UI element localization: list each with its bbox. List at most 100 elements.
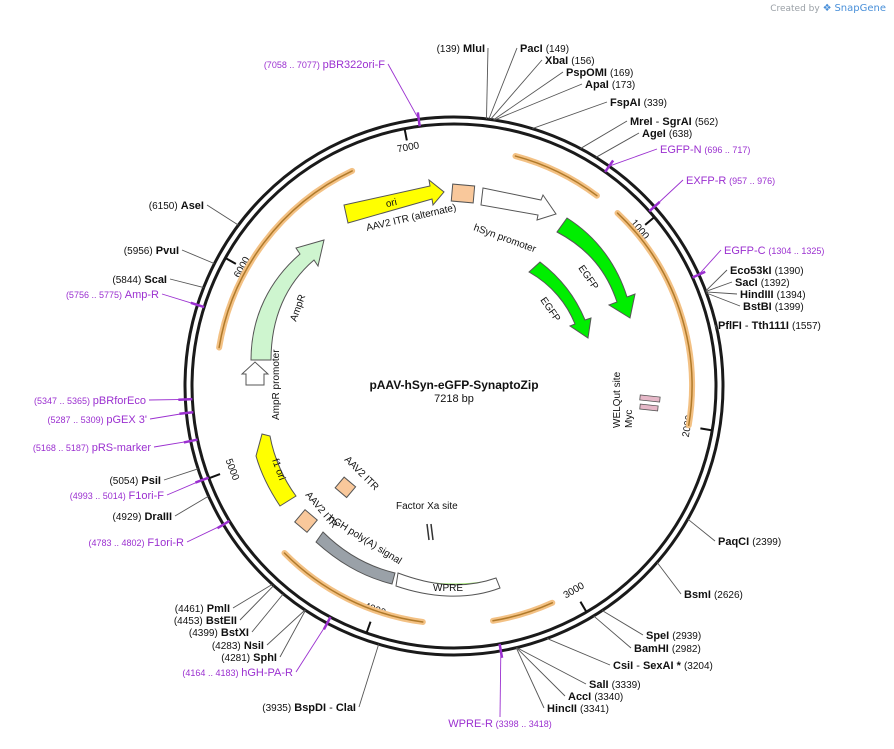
enzyme-name: XbaI [545, 55, 568, 67]
primer-egfp-n[interactable]: EGFP-N (696 .. 717) [660, 144, 750, 156]
enzyme-pos: (6150) [149, 201, 178, 212]
enzyme-site-bstbi[interactable]: BstBI (1399) [743, 301, 804, 313]
enzyme-name: CsiI [613, 660, 633, 672]
primer-range: (3398 .. 3418) [496, 719, 552, 729]
enzyme-site-asei[interactable]: (6150) AseI [149, 200, 204, 212]
enzyme-site-bamhi[interactable]: BamHI (2982) [634, 643, 701, 655]
plasmid-name: pAAV-hSyn-eGFP-SynaptoZip [369, 378, 538, 392]
primer-exfp-r[interactable]: EXFP-R (957 .. 976) [686, 175, 775, 187]
enzyme-pos: (339) [644, 98, 667, 109]
enzyme-site-hincii[interactable]: HincII (3341) [547, 703, 609, 715]
enzyme-site-saci[interactable]: SacI (1392) [735, 277, 790, 289]
enzyme-site-bsteii[interactable]: (4453) BstEII [174, 615, 237, 627]
enzyme-pos: (149) [546, 44, 569, 55]
tick-mark [365, 621, 372, 634]
ampr-promoter-feature[interactable] [240, 361, 270, 386]
primer-name: EGFP-N [660, 144, 702, 156]
enzyme-site-pvui[interactable]: (5956) PvuI [124, 245, 179, 257]
egfp-inner-feature[interactable] [528, 261, 592, 339]
primer-egfp-c[interactable]: EGFP-C (1304 .. 1325) [724, 245, 824, 257]
egfp-outer-label: EGFP [576, 263, 601, 292]
welqut-site-feature[interactable] [639, 394, 661, 403]
enzyme-site-scai[interactable]: (5844) ScaI [112, 274, 167, 286]
enzyme-name: PmlI [207, 603, 230, 615]
factor-xa-feature[interactable] [426, 523, 434, 541]
aav2-itr-feature[interactable] [334, 476, 357, 499]
primer-hgh-pa-r[interactable]: (4164 .. 4183) hGH-PA-R [182, 667, 293, 679]
leader-line [705, 291, 738, 295]
enzyme-site-spei[interactable]: SpeI (2939) [646, 630, 701, 642]
primer-name: Amp-R [125, 289, 159, 301]
enzyme-site-bstxi[interactable]: (4399) BstXI [189, 627, 249, 639]
primer-amp-r[interactable]: (5756 .. 5775) Amp-R [66, 289, 159, 301]
leader-line [546, 638, 611, 666]
enzyme-site-mrei[interactable]: MreI - SgrAI (562) [630, 116, 718, 128]
primer-pbr322ori-f[interactable]: (7058 .. 7077) pBR322ori-F [264, 59, 385, 71]
enzyme-name: HincII [547, 703, 577, 715]
enzyme-name: FspAI [610, 97, 641, 109]
enzyme-site-csii[interactable]: CsiI - SexAI * (3204) [613, 660, 713, 672]
primer-pgex-3-[interactable]: (5287 .. 5309) pGEX 3' [48, 414, 147, 426]
enzyme-site-paci[interactable]: PacI (149) [520, 43, 569, 55]
egfp-outer-feature[interactable] [556, 217, 636, 319]
enzyme-site-pspomi[interactable]: PspOMI (169) [566, 67, 633, 79]
leader-line [251, 593, 284, 633]
enzyme-site-draiii[interactable]: (4929) DraIII [113, 511, 172, 523]
leader-line [149, 412, 187, 420]
enzyme-name2: ClaI [336, 702, 356, 714]
enzyme-pos: (4929) [113, 512, 142, 523]
primer-f1ori-r[interactable]: (4783 .. 4802) F1ori-R [89, 537, 185, 549]
primer-f1ori-f[interactable]: (4993 .. 5014) F1ori-F [70, 490, 165, 502]
enzyme-name: PaqCI [718, 536, 749, 548]
enzyme-name: DraIII [144, 511, 172, 523]
wpre-feature[interactable] [395, 572, 501, 597]
enzyme-name: BamHI [634, 643, 669, 655]
leader-line [714, 324, 718, 329]
enzyme-pos: (1390) [775, 266, 804, 277]
enzyme-site-bsmi[interactable]: BsmI (2626) [684, 589, 743, 601]
enzyme-site-hindiii[interactable]: HindIII (1394) [740, 289, 806, 301]
ori-feature[interactable] [343, 178, 445, 224]
enzyme-site-eco53ki[interactable]: Eco53kI (1390) [730, 265, 804, 277]
enzyme-site-sphi[interactable]: (4281) SphI [221, 652, 277, 664]
enzyme-pos: (1557) [792, 321, 821, 332]
orf-arc-glow [614, 210, 695, 429]
leader-line [698, 249, 722, 275]
enzyme-site-pflfi[interactable]: PflFI - Tth111I (1557) [718, 320, 821, 332]
enzyme-pos: (169) [610, 68, 633, 79]
hgh-polya-feature[interactable] [315, 531, 396, 585]
site-labels: (139) MluI PacI (149)XbaI (156)PspOMI (16… [33, 43, 825, 730]
primer-pbrforeco[interactable]: (5347 .. 5365) pBRforEco [34, 395, 146, 407]
enzyme-site-apai[interactable]: ApaI (173) [585, 79, 635, 91]
enzyme-site-bspdi[interactable]: (3935) BspDI - ClaI [262, 702, 356, 714]
leader-line [358, 644, 380, 708]
primer-prs-marker[interactable]: (5168 .. 5187) pRS-marker [33, 442, 151, 454]
enzyme-site-agei[interactable]: AgeI (638) [642, 128, 692, 140]
enzyme-name: SacI [735, 277, 758, 289]
orf-arc-glow [512, 153, 600, 199]
primer-range: (5168 .. 5187) [33, 443, 89, 453]
enzyme-site-psii[interactable]: (5054) PsiI [109, 475, 161, 487]
enzyme-pos: (3204) [684, 661, 713, 672]
enzyme-site-xbai[interactable]: XbaI (156) [545, 55, 595, 67]
enzyme-site-fspai[interactable]: FspAI (339) [610, 97, 667, 109]
ampr-feature[interactable] [250, 239, 325, 361]
primer-wpre-r[interactable]: WPRE-R (3398 .. 3418) [448, 718, 551, 730]
enzyme-pos: (3340) [594, 692, 623, 703]
leader-line [206, 204, 239, 226]
enzyme-site-acci[interactable]: AccI (3340) [568, 691, 623, 703]
enzyme-site-pmli[interactable]: (4461) PmlI [175, 603, 230, 615]
enzyme-site-nsii[interactable]: (4283) NsiI [212, 640, 264, 652]
enzyme-site-mlui[interactable]: (139) MluI [437, 43, 485, 55]
aav2-itr-2-feature[interactable] [294, 509, 318, 533]
enzyme-site-sali[interactable]: SalI (3339) [589, 679, 641, 691]
myc-tag-feature[interactable] [639, 403, 659, 412]
enzyme-site-paqci[interactable]: PaqCI (2399) [718, 536, 781, 548]
tick-mark [700, 427, 713, 432]
label-leader-lines [148, 47, 741, 718]
hsyn-promoter-feature[interactable] [480, 187, 557, 221]
leader-line [515, 647, 545, 709]
aav2-itr-alternate-feature[interactable] [450, 183, 476, 204]
primer-range: (1304 .. 1325) [768, 246, 824, 256]
f1-ori-feature[interactable] [255, 433, 297, 507]
